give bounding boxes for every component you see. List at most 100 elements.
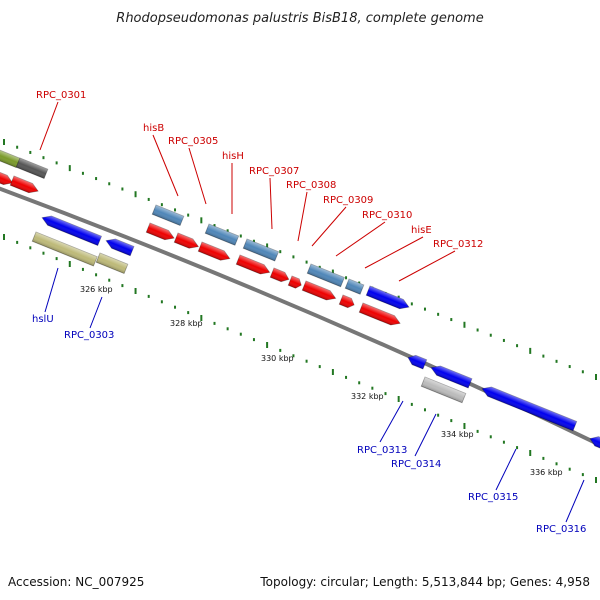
gene-hisH-feature [204,223,240,246]
axis-label-332kbp: 332 kbp [351,392,384,401]
gene-label-hslU: hslU [32,314,54,325]
connector-RPC_0308 [297,191,308,242]
gene-hisH-feature-shade [205,224,239,246]
connector-RPC_0313 [379,400,404,443]
gene-label-connectors [39,101,585,523]
gene-RPC_0310-shade [339,295,355,308]
connector-hisE [364,236,424,269]
gene-label-RPC_0305: RPC_0305 [168,136,218,147]
gene-RPC_0303-rna [95,252,129,275]
axis-label-334kbp: 334 kbp [441,430,474,439]
connector-RPC_0312 [398,250,456,282]
gene-RPC_0310-feature [344,278,365,295]
gene-left-green-shade [0,147,20,168]
axis-label-328kbp: 328 kbp [170,319,203,328]
connector-RPC_0309 [311,206,347,247]
gene-label-RPC_0315: RPC_0315 [468,492,518,503]
gene-hslU-shade [42,215,102,246]
connector-RPC_0315 [495,448,517,491]
gene-label-RPC_0313: RPC_0313 [357,445,407,456]
gene-RPC_0314-feature-shade [421,377,466,403]
gene-label-RPC_0307: RPC_0307 [249,166,299,177]
connector-RPC_0305 [188,147,207,205]
gene-RPC_0314-feature [420,376,467,404]
axis-label-326kbp: 326 kbp [80,285,113,294]
genome-backbone [0,186,600,447]
gene-RPC_0303 [105,238,135,257]
gene-RPC_0310 [338,294,355,309]
gene-left-red-b [9,175,39,194]
gene-RPC_0308 [269,267,290,283]
gene-RPC_0307-feature [242,238,280,262]
topology-text: Topology: circular; Length: 5,513,844 bp… [259,575,590,589]
gene-RPC_0303-shade [106,238,134,256]
gene-RPC_0309-shade [302,281,336,301]
gene-label-RPC_0309: RPC_0309 [323,195,373,206]
gene-hslU [41,215,103,247]
connector-RPC_0303 [89,296,103,329]
axis-label-330kbp: 330 kbp [261,354,294,363]
gene-label-RPC_0301: RPC_0301 [36,90,86,101]
gene-RPC_0314-shade [431,365,472,389]
gene-RPC_0308b [287,275,302,289]
inner-tick-ring [3,234,597,483]
gene-left-green [0,146,21,169]
gene-RPC_0305 [173,232,200,249]
connector-hslU [44,267,59,313]
connector-RPC_0310 [335,221,386,257]
gene-RPC_0303-rna-shade [96,253,128,274]
connector-RPC_0307 [269,177,273,230]
gene-hisB [145,222,175,241]
gene-left-grey-shade [16,158,48,179]
gene-hslU-rna [31,231,98,267]
gene-RPC_0309-feature-shade [307,264,345,287]
gene-left-red-a-shade [0,170,13,185]
accession-text: Accession: NC_007925 [8,575,144,589]
gene-hisE-shade [366,286,409,309]
map-title: Rhodopseudomonas palustris BisB18, compl… [116,11,483,26]
gene-RPC_0310-feature-shade [345,279,364,295]
gene-RPC_0308b-shade [288,276,302,289]
connector-RPC_0301 [39,101,59,151]
gene-hslU-rna-shade [32,232,98,266]
gene-RPC_0315 [481,386,578,432]
connector-hisB [152,134,179,197]
gene-hisE [365,285,410,310]
gene-RPC_0307 [235,254,271,275]
gene-RPC_0309-feature [306,263,345,288]
gene-left-red-a [0,169,14,186]
gene-RPC_0312-shade [359,303,401,326]
gene-hisH [197,241,231,261]
axis-label-336kbp: 336 kbp [530,468,563,477]
gene-RPC_0305-shade [174,233,199,249]
gene-left-red-b-shade [10,176,39,193]
gene-label-RPC_0314: RPC_0314 [391,459,441,470]
gene-RPC_0309 [301,280,337,301]
gene-label-RPC_0310: RPC_0310 [362,210,412,221]
gene-RPC_0312 [358,302,401,326]
gene-RPC_0313-shade [408,355,427,370]
gene-RPC_0308-shade [270,268,289,282]
gene-RPC_0313 [407,354,428,370]
gene-hisB-shade [146,223,175,240]
gene-label-RPC_0312: RPC_0312 [433,239,483,250]
gene-label-hisE: hisE [411,225,432,236]
connector-RPC_0316 [565,479,585,523]
gene-hisB-feature-shade [152,205,184,226]
gene-RPC_0314 [430,365,473,389]
gene-hisH-shade [198,242,230,261]
gene-left-grey [15,157,49,180]
gene-RPC_0307-shade [236,255,270,275]
gene-label-hisB: hisB [143,123,164,134]
gene-label-RPC_0316: RPC_0316 [536,524,586,535]
gene-features [0,146,600,452]
gene-RPC_0316-shade [590,436,600,451]
connector-RPC_0314 [414,413,437,457]
gene-RPC_0315-shade [482,386,577,431]
gene-RPC_0316 [589,436,600,452]
gene-hisB-feature [151,204,185,227]
gene-RPC_0307-feature-shade [243,239,279,262]
gene-label-RPC_0303: RPC_0303 [64,330,114,341]
gene-label-RPC_0308: RPC_0308 [286,180,336,191]
